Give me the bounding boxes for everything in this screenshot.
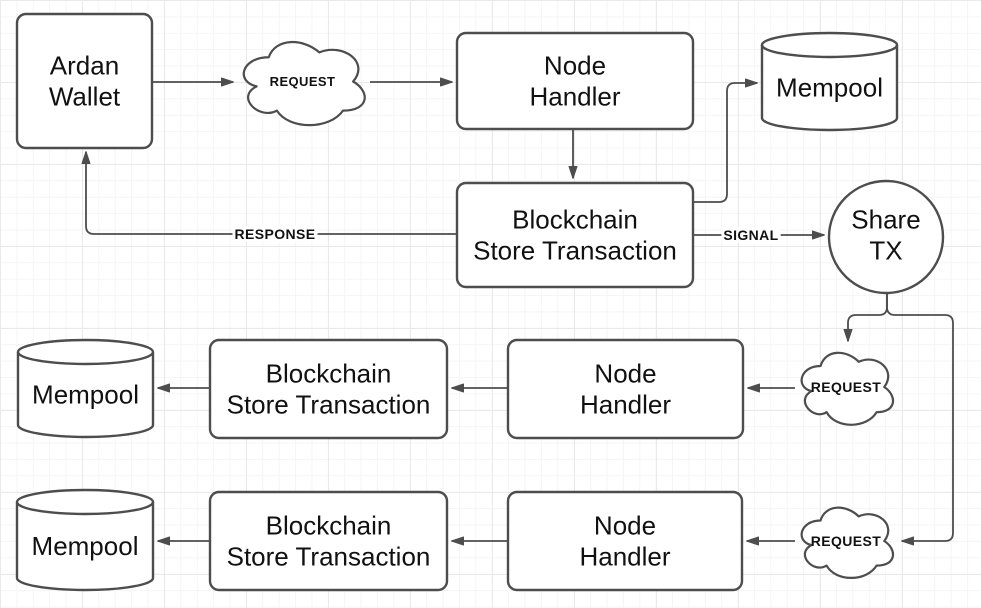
edge-label-store-1-response-to-wallet: RESPONSE — [235, 226, 316, 242]
mempool-1-rim — [760, 44, 899, 59]
label-request-cloud-3: REQUEST — [811, 533, 882, 549]
request-cloud-1-shape — [242, 40, 366, 127]
label-mempool-1: Mempool — [776, 73, 883, 103]
edge-store-1-response-to-wallet: RESPONSE — [81, 151, 457, 242]
node-mempool-2[interactable]: Mempool — [16, 338, 155, 439]
edge-label-store-1-signal-to-share-tx: SIGNAL — [723, 227, 778, 243]
node-mempool-1[interactable]: Mempool — [760, 31, 899, 132]
node-mempool-3[interactable]: Mempool — [15, 488, 155, 592]
mempool-1-shape — [760, 31, 899, 132]
label-request-cloud-2: REQUEST — [811, 379, 882, 395]
node-request-cloud-3[interactable]: REQUEST — [800, 506, 894, 579]
mempool-2-shape — [16, 338, 155, 439]
mempool-3-rim — [15, 501, 155, 516]
node-request-cloud-1[interactable]: REQUEST — [242, 40, 366, 127]
mempool-3-shape — [15, 488, 155, 592]
edges: RESPONSE SIGNAL — [81, 77, 954, 546]
mempool-2-rim — [16, 351, 155, 366]
ardan-wallet-shape — [15, 12, 154, 150]
label-mempool-3: Mempool — [32, 531, 139, 561]
label-request-cloud-1: REQUEST — [270, 74, 336, 89]
blockchain-store-transaction-3-shape — [208, 490, 449, 592]
blockchain-store-transaction-2-shape — [208, 338, 449, 440]
node-request-cloud-2[interactable]: REQUEST — [800, 351, 894, 426]
edge-share-tx-to-request-2 — [843, 293, 888, 342]
share-tx-shape — [827, 179, 945, 295]
blockchain-store-transaction-1-shape — [455, 181, 695, 289]
label-mempool-2: Mempool — [32, 380, 139, 410]
request-cloud-2-shape — [800, 351, 894, 426]
node-handler-2-shape — [506, 338, 745, 440]
edge-store-1-signal-to-share-tx: SIGNAL — [693, 226, 825, 243]
edge-label-bg — [232, 225, 318, 242]
node-handler-1-shape — [455, 31, 695, 131]
node-handler-3-shape — [506, 490, 744, 592]
request-cloud-3-shape — [800, 506, 894, 579]
edge-store-1-to-mempool-1 — [693, 78, 758, 203]
edge-label-bg — [721, 226, 781, 243]
edge-share-tx-to-request-3 — [886, 293, 954, 546]
